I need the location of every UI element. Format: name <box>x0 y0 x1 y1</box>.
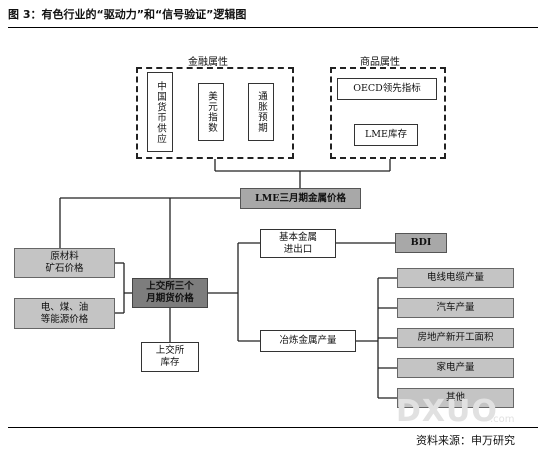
title-divider <box>8 27 538 28</box>
financial-group-label: 金融属性 <box>188 57 228 68</box>
footer-divider <box>8 427 538 428</box>
energy-price-box: 电、煤、油 等能源价格 <box>14 298 115 329</box>
figure-title: 图 3：有色行业的“驱动力”和“信号验证”逻辑图 <box>8 8 247 21</box>
watermark-suffix: .com <box>490 414 515 425</box>
raw-material-price-box: 原材料 矿石价格 <box>14 248 115 278</box>
dollar-index-box: 美元指数 <box>198 83 224 141</box>
inflation-expectation-box: 通胀预期 <box>248 83 274 141</box>
base-metal-import-export-box: 基本金属 进出口 <box>260 229 336 258</box>
lme-inventory-box: LME库存 <box>354 124 418 146</box>
source-note: 资料来源：申万研究 <box>416 434 515 447</box>
commodity-group-label: 商品属性 <box>360 57 400 68</box>
end-use-box: 电线电缆产量 <box>397 268 514 288</box>
oecd-leading-indicator-box: OECD领先指标 <box>337 78 437 100</box>
lme-three-month-price-box: LME三月期金属价格 <box>240 188 361 209</box>
commodity-group-frame <box>330 67 446 159</box>
energy-price-line2: 等能源价格 <box>40 313 89 325</box>
financial-group-frame <box>136 67 294 159</box>
china-money-supply-box: 中国货币供应 <box>147 72 173 152</box>
end-use-box: 汽车产量 <box>397 298 514 318</box>
end-use-box: 家电产量 <box>397 358 514 378</box>
end-use-box: 房地产新开工面积 <box>397 328 514 348</box>
shfe-futures-price-box: 上交所三个 月期货价格 <box>132 278 208 308</box>
import-export-line2: 进出口 <box>283 243 313 255</box>
smelted-metal-output-box: 冶炼金属产量 <box>260 330 356 352</box>
shfe-inventory-line1: 上交所 <box>155 345 185 357</box>
shfe-futures-line2: 月期货价格 <box>146 293 194 304</box>
shfe-inventory-box: 上交所 库存 <box>141 342 199 372</box>
shfe-inventory-line2: 库存 <box>160 357 180 368</box>
shfe-futures-line1: 上交所三个 <box>146 281 194 293</box>
energy-price-line1: 电、煤、油 <box>40 301 89 313</box>
bdi-box: BDI <box>395 233 447 253</box>
watermark-logo: DXUO <box>396 394 498 429</box>
raw-material-line1: 原材料 <box>50 251 79 263</box>
import-export-line1: 基本金属 <box>278 231 317 243</box>
end-use-box: 其他 <box>397 388 514 408</box>
raw-material-line2: 矿石价格 <box>45 263 84 274</box>
